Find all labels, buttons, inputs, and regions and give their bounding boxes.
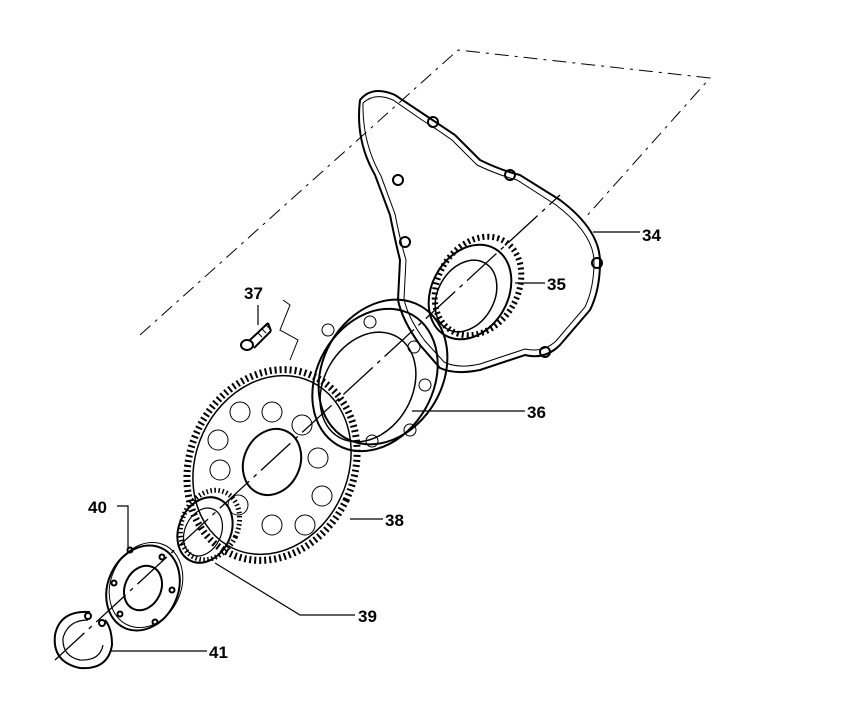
needle-bearing-39 — [176, 487, 243, 564]
callout-41: 41 — [209, 643, 228, 662]
callout-34: 34 — [642, 226, 661, 245]
circlip-41 — [53, 610, 114, 670]
callout-35: 35 — [547, 275, 566, 294]
flange-36 — [311, 298, 449, 453]
leader-40 — [117, 505, 129, 548]
leader-39 — [214, 562, 355, 616]
leader-lines — [110, 231, 640, 652]
callout-40: 40 — [88, 498, 107, 517]
washer-40 — [105, 541, 184, 632]
gear-38 — [183, 366, 361, 564]
callout-39: 39 — [358, 607, 377, 626]
callout-38: 38 — [385, 511, 404, 530]
callout-37: 37 — [244, 284, 263, 303]
callout-36: 36 — [527, 403, 546, 422]
reference-plane — [139, 49, 712, 336]
gasket-34 — [358, 90, 603, 374]
axis-centerline — [54, 194, 561, 661]
screw-37 — [240, 299, 299, 361]
